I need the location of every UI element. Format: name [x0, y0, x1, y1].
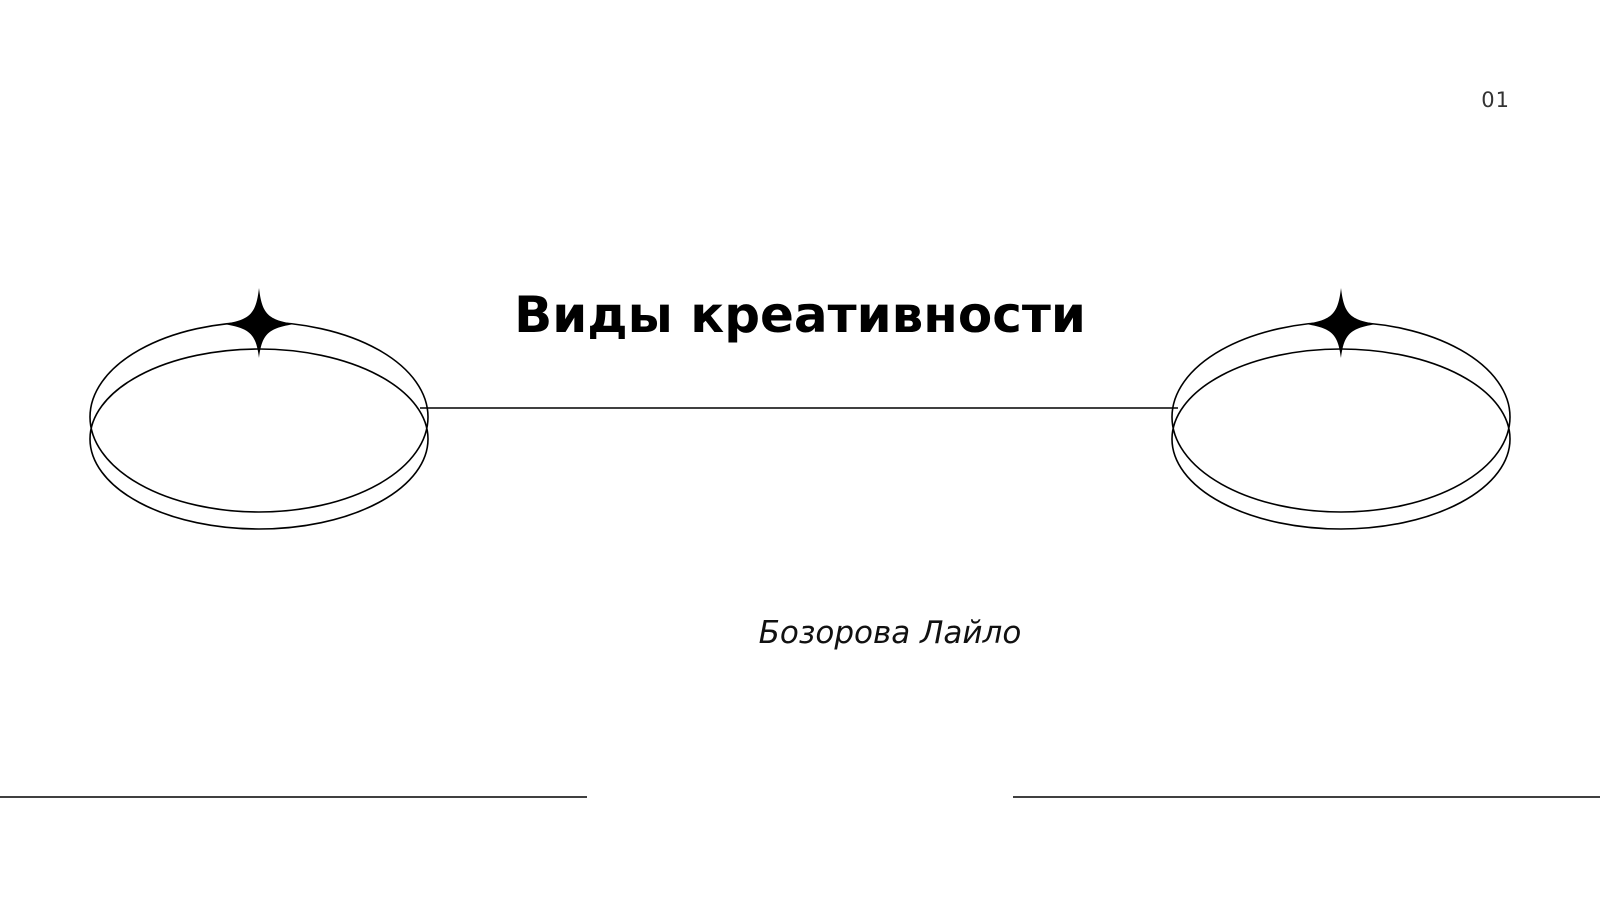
author-name: Бозорова Лайло [758, 615, 1022, 651]
slide-title: Виды креативности [514, 286, 1086, 344]
right-star-icon [1305, 288, 1377, 358]
left-star-icon [223, 288, 295, 358]
page-number: 01 [1481, 88, 1510, 112]
